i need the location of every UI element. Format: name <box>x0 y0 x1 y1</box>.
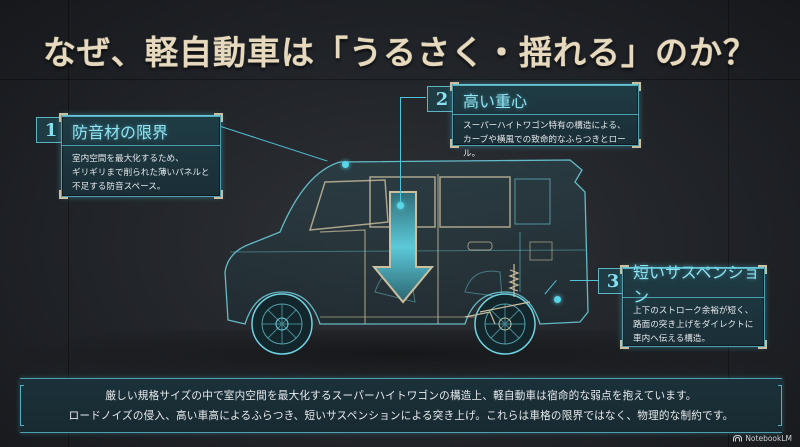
summary-panel: 厳しい規格サイズの中で室内空間を最大化するスーパーハイトワゴンの構造上、軽自動車… <box>20 378 782 433</box>
callout-heading: 防音材の限界 <box>62 116 220 146</box>
corner-ornament <box>632 139 641 148</box>
callout-text-line: 車内へ伝える構造。 <box>633 334 711 344</box>
brand-label: NotebookLM <box>745 434 792 443</box>
notebooklm-watermark: NotebookLM <box>733 434 792 443</box>
wall-seam <box>0 79 800 80</box>
corner-ornament <box>450 82 459 91</box>
callout-text-line: 不足する防音スペース。 <box>72 182 166 192</box>
callout-text-line: スーパーハイトワゴン特有の構造による、 <box>463 121 626 131</box>
anchor-dot-2 <box>397 202 404 209</box>
corner-ornament <box>450 139 459 148</box>
corner-ornament <box>59 190 68 199</box>
summary-line: ロードノイズの侵入、高い車高によるふらつき、短いサスペンションによる突き上げ。こ… <box>68 410 734 422</box>
corner-ornament <box>632 82 641 91</box>
page-title: なぜ、軽自動車は「うるさく・揺れる」のか？ <box>43 33 757 72</box>
callout-card: 高い重心 スーパーハイトワゴン特有の構造による、 カーブや横風での致命的なふらつ… <box>450 82 641 159</box>
corner-ornament <box>758 340 767 349</box>
callout-description: 上下のストローク余裕が短く、 路面の突き上げをダイレクトに 車内へ伝える構造。 <box>623 298 764 352</box>
rear-suspension <box>464 264 531 325</box>
car-xray-diagram <box>224 159 589 355</box>
corner-ornament <box>214 113 223 122</box>
callout-text-line: 路面の突き上げをダイレクトに <box>633 320 754 330</box>
summary-line: 厳しい規格サイズの中で室内空間を最大化するスーパーハイトワゴンの構造上、軽自動車… <box>105 390 697 402</box>
wall-seam <box>68 0 69 447</box>
notebooklm-logo-icon <box>733 435 743 442</box>
leader-line-3 <box>570 280 600 281</box>
callout-text-line: ギリギリまで削られた薄いパネルと <box>72 168 210 178</box>
wall-seam <box>728 0 729 447</box>
leader-line-2 <box>400 97 426 98</box>
anchor-dot-3 <box>554 296 561 303</box>
callout-heading: 短いサスペンション <box>623 263 764 306</box>
callout-card: 防音材の限界 室内空間を最大化するため、 ギリギリまで削られた薄いパネルと 不足… <box>59 113 223 200</box>
rear-wheel <box>474 293 536 355</box>
corner-ornament <box>758 265 767 274</box>
corner-ornament <box>620 265 629 274</box>
center-of-gravity-arrow <box>371 191 435 304</box>
callout-heading: 高い重心 <box>453 85 638 115</box>
callout-description: 室内空間を最大化するため、 ギリギリまで削られた薄いパネルと 不足する防音スペー… <box>62 146 220 200</box>
corner-ornament <box>620 340 629 349</box>
callout-text-line: カーブや横風での致命的なふらつきとロール。 <box>463 135 626 159</box>
callout-text-line: 室内空間を最大化するため、 <box>72 154 184 164</box>
corner-ornament <box>59 113 68 122</box>
anchor-dot-1 <box>342 161 349 168</box>
callout-text-line: 上下のストローク余裕が短く、 <box>633 306 754 316</box>
bracket-ornament <box>778 385 782 426</box>
callout-description: スーパーハイトワゴン特有の構造による、 カーブや横風での致命的なふらつきとロール… <box>453 115 638 167</box>
leader-line-2-vertical <box>400 97 401 203</box>
callout-card: 短いサスペンション 上下のストローク余裕が短く、 路面の突き上げをダイレクトに … <box>620 263 767 349</box>
front-wheel <box>251 293 313 355</box>
corner-ornament <box>214 190 223 199</box>
bracket-ornament <box>20 385 24 426</box>
